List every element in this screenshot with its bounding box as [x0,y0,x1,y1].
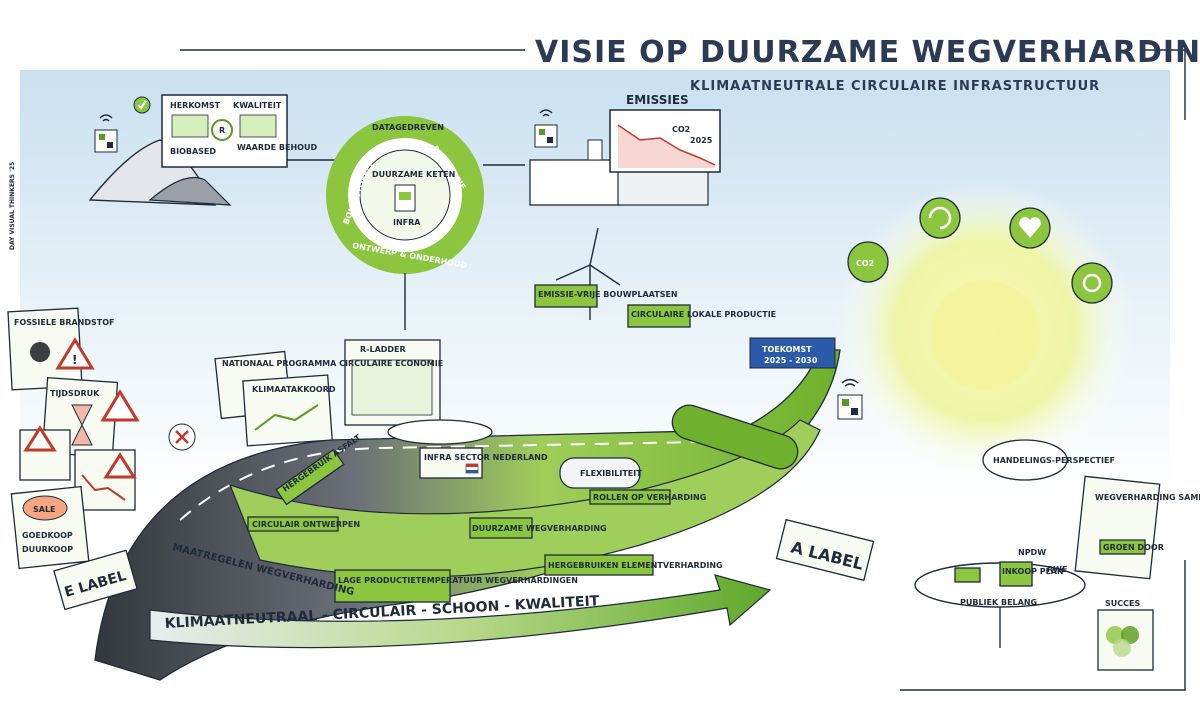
warning-triangle-icon [103,452,137,479]
svg-text:2025 - 2030: 2025 - 2030 [764,356,818,365]
emissions-label-co2: CO2 [672,125,690,134]
warning-triangle-icon [23,425,57,452]
rolled-road [671,404,799,470]
warning-signs: FOSSIELE BRANDSTOF ! TIJDSDRUK SALE GOED… [7,307,140,570]
quality-check-icon [1071,262,1113,304]
board-item-waarde: WAARDE BEHOUD [237,143,317,152]
warning-triangle-icon [55,337,95,370]
green-platform [228,419,821,578]
wifi-icon [99,114,113,122]
r-badge [211,119,233,141]
energy-labels: A LABEL E LABEL [53,518,875,611]
warning-cheap: GOEDKOOP [22,531,73,540]
qr-code-icon [534,124,558,148]
heart-icon [1009,207,1051,249]
warning-expensive: DUURKOOP [22,545,73,554]
header: VISIE OP DUURZAME WEGVERHARDING KLIMAATN… [180,35,1200,120]
frame-line [900,560,1186,691]
succes-label: SUCCES [1105,599,1140,608]
toekomst-sign [749,337,836,369]
groen-door: GROEN DOOR [1103,543,1164,552]
sign-circulair: CIRCULAIR ONTWERPEN [252,520,360,529]
cycle-center-tag: INFRA [393,218,421,227]
program-national: NATIONAAL PROGRAMMA CIRCULAIRE ECONOMIE [222,359,443,368]
table-card-npdw: NPDW [1018,548,1046,557]
sustainable-chain-cycle: DATAGEDREVEN BOUWSTOFFEN PRODUCTIE ONTWE… [326,116,525,330]
right-scene: HANDELINGS-PERSPECTIEF WEGVERHARDING SAM… [837,378,1200,671]
page-title: VISIE OP DUURZAME WEGVERHARDING [535,35,1200,70]
wifi-icon [841,378,859,387]
qr-code-icon [94,129,118,153]
circular-arrows-icon [919,197,961,239]
board-item-herkomst: HERKOMST [170,101,221,110]
emissions-title: EMISSIES [626,93,689,107]
emissions-label-year: 2025 [690,136,713,145]
oil-drop-icon [30,342,50,362]
qr-code-icon [837,394,863,420]
speech-bubble [982,439,1068,481]
sign-rollen: ROLLEN OP VERHARDING [593,493,706,502]
svg-text:CO2: CO2 [856,259,874,268]
factory-sign-circulair: CIRCULAIRE LOKALE PRODUCTIE [631,310,776,319]
svg-text:!: ! [72,353,77,367]
tank-truck [559,457,641,489]
r-ladder-title: R-LADDER [360,345,406,354]
credit: DAY VISUAL THINKERS '25 [9,162,16,250]
co2-icon: CO2 [847,241,889,283]
central-scene: R-LADDER NATIONAAL PROGRAMMA CIRCULAIRE … [214,284,836,479]
handelingsperspectief: HANDELINGS-PERSPECTIEF [993,456,1115,465]
svg-text:TOEKOMST: TOEKOMST [762,345,812,354]
infra-sector-sign: INFRA SECTOR NEDERLAND [424,453,548,462]
sign-hergebruiken: HERGEBRUIKEN ELEMENTVERHARDING [548,561,723,570]
page-subtitle: KLIMAATNEUTRALE CIRCULAIRE INFRASTRUCTUU… [690,79,1100,94]
round-table [387,419,493,445]
factory-sign-emissievrij: EMISSIE-VRIJE BOUWPLAATSEN [538,290,678,299]
cycle-top-label: DATAGEDREVEN [372,123,444,132]
sale-tag [22,495,68,521]
board-item-biobased: BIOBASED [170,147,216,156]
warning-fossil: FOSSIELE BRANDSTOF [14,318,115,327]
table-label: PUBLIEK BELANG [960,598,1037,607]
warning-triangle-icon [100,389,140,422]
sign-duurzame: DUURZAME WEGVERHARDING [472,524,607,533]
sign-tank: FLEXIBILITEIT [580,469,642,478]
board-item-kwaliteit: KWALITEIT [233,101,282,110]
wegverharding-sign: WEGVERHARDING SAMEN MET GROENE DOELEN [1095,493,1200,502]
table-card-rwe: RWE [1047,565,1067,574]
table-card-inkoop: INKOOP PLAN [1002,567,1064,576]
sun [930,280,1040,390]
emissions-factory-scene: EMISSIES CO2 2025 [529,93,721,206]
future-icons: CO2 [847,197,1113,304]
program-klimaatakkoord: KLIMAATAKKOORD [252,385,336,394]
sign-lage-temp: LAGE PRODUCTIETEMPERATUUR WEGVERHARDINGE… [338,576,578,585]
material-origin-scene: HERKOMST KWALITEIT BIOBASED WAARDE BEHOU… [88,94,343,206]
hourglass-icon [71,404,93,446]
warning-sale: SALE [33,505,56,514]
wifi-icon [539,109,553,117]
warning-time: TIJDSDRUK [50,389,100,398]
cycle-center-label: DUURZAME KETEN [372,170,455,179]
svg-text:R: R [219,126,225,135]
